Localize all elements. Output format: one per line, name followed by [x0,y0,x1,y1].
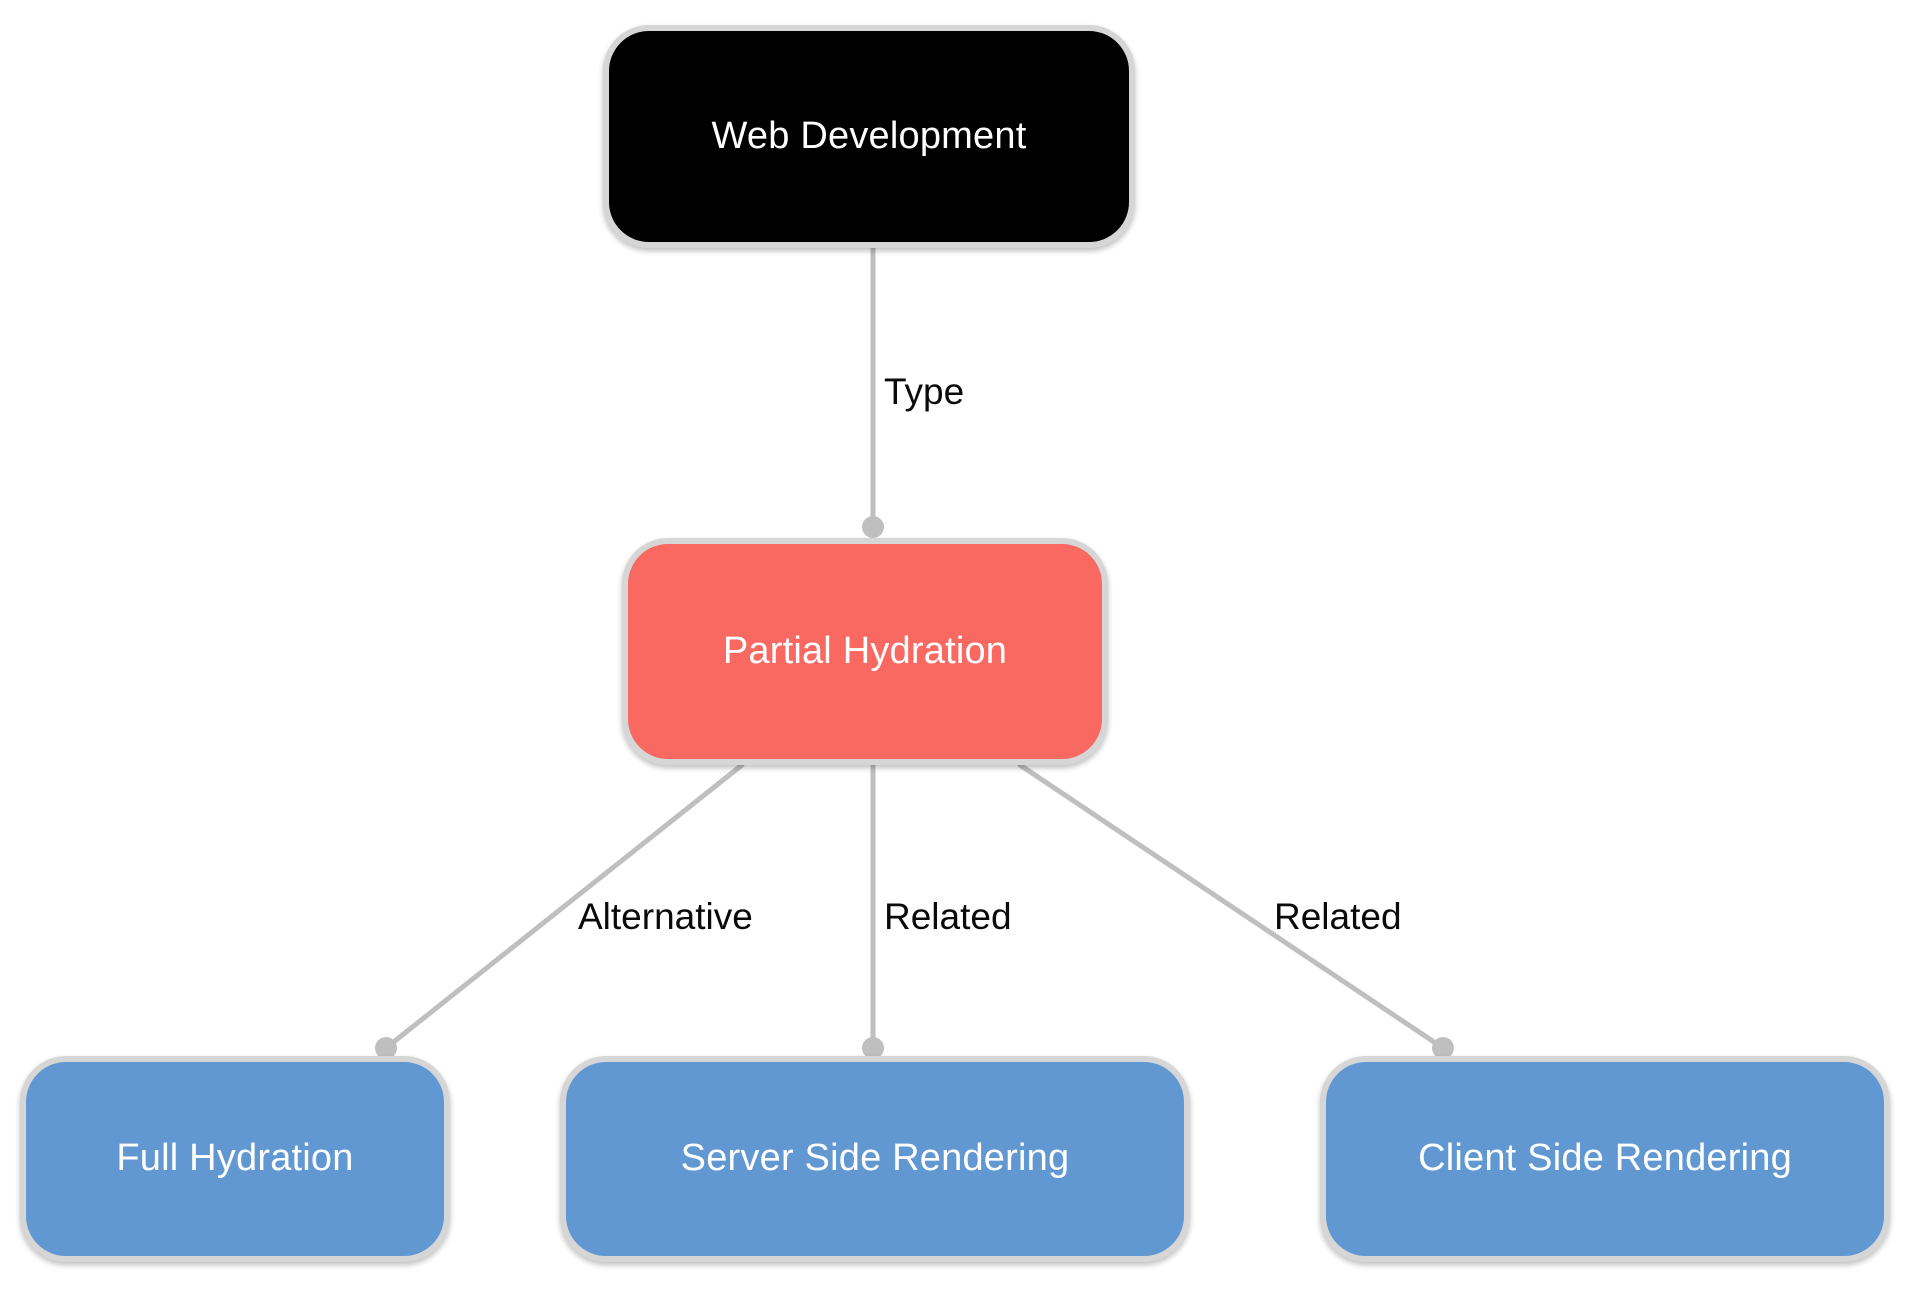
edge-label-edge-type: Type [884,371,965,412]
node-label-server-side-rendering: Server Side Rendering [680,1137,1070,1180]
edge-endpoint-dot-edge-type [862,516,884,538]
node-web-development[interactable]: Web Development [603,25,1135,248]
node-label-client-side-rendering: Client Side Rendering [1418,1137,1792,1180]
node-client-side-rendering[interactable]: Client Side Rendering [1320,1056,1890,1262]
node-label-full-hydration: Full Hydration [116,1137,354,1180]
node-label-partial-hydration: Partial Hydration [722,629,1008,672]
node-full-hydration[interactable]: Full Hydration [20,1056,450,1262]
edge-label-edge-related-ssr: Related [884,896,1012,937]
edge-label-edge-related-csr: Related [1274,896,1402,937]
node-partial-hydration[interactable]: Partial Hydration [622,538,1108,765]
node-server-side-rendering[interactable]: Server Side Rendering [560,1056,1190,1262]
edge-label-edge-alternative: Alternative [578,896,753,937]
node-label-web-development: Web Development [711,114,1027,157]
